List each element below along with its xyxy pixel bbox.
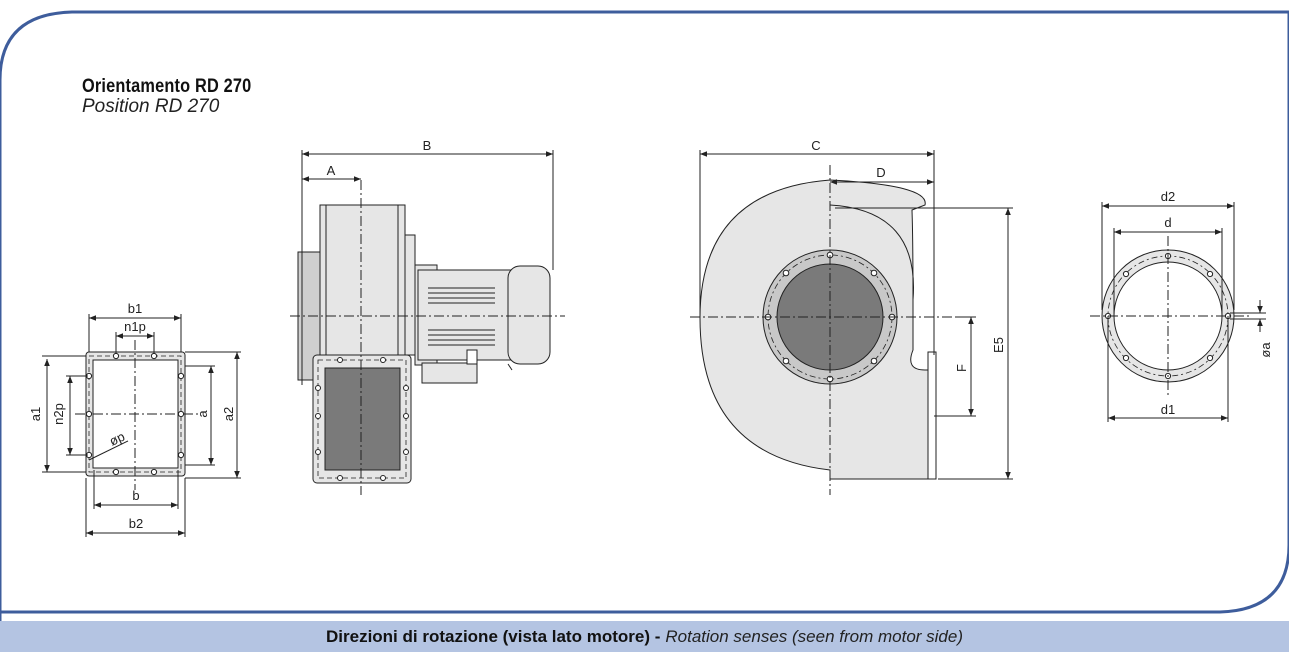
heading-subtitle: Position RD 270 <box>82 96 220 117</box>
fan-housing-side <box>319 204 406 378</box>
heading-block: Orientamento RD 270 Position RD 270 <box>82 77 279 117</box>
dim-label: n1p <box>124 319 146 334</box>
inlet-flange-view <box>1090 202 1266 422</box>
dim-label: A <box>327 163 336 178</box>
footer-label-en: Rotation senses (seen from motor side) <box>665 626 963 646</box>
dim-label: d2 <box>1161 189 1175 204</box>
outlet-flange-view <box>42 314 241 537</box>
side-view <box>290 150 565 495</box>
dim-label: b1 <box>128 301 142 316</box>
dim-label: d <box>1164 215 1171 230</box>
dim-label: n2p <box>51 403 66 425</box>
dim-label: F <box>954 364 969 372</box>
front-view <box>690 150 1013 495</box>
dim-label: E5 <box>991 337 1006 353</box>
dim-label: a1 <box>28 407 43 421</box>
footer-label-it: Direzioni di rotazione (vista lato motor… <box>326 626 661 646</box>
dim-label: a <box>195 410 210 418</box>
dim-label: a2 <box>221 407 236 421</box>
dim-label: øp <box>107 429 127 449</box>
dim-label: B <box>423 138 432 153</box>
footer-band: Direzioni di rotazione (vista lato motor… <box>0 621 1289 652</box>
dim-label: D <box>876 165 885 180</box>
heading-title: Orientamento RD 270 <box>82 76 252 97</box>
dim-label: b2 <box>129 516 143 531</box>
dim-label: d1 <box>1161 402 1175 417</box>
motor-body <box>417 269 514 361</box>
dim-label: b <box>132 488 139 503</box>
flange-holes <box>85 352 185 476</box>
dim-label: C <box>811 138 820 153</box>
dim-label: øa <box>1258 342 1273 358</box>
